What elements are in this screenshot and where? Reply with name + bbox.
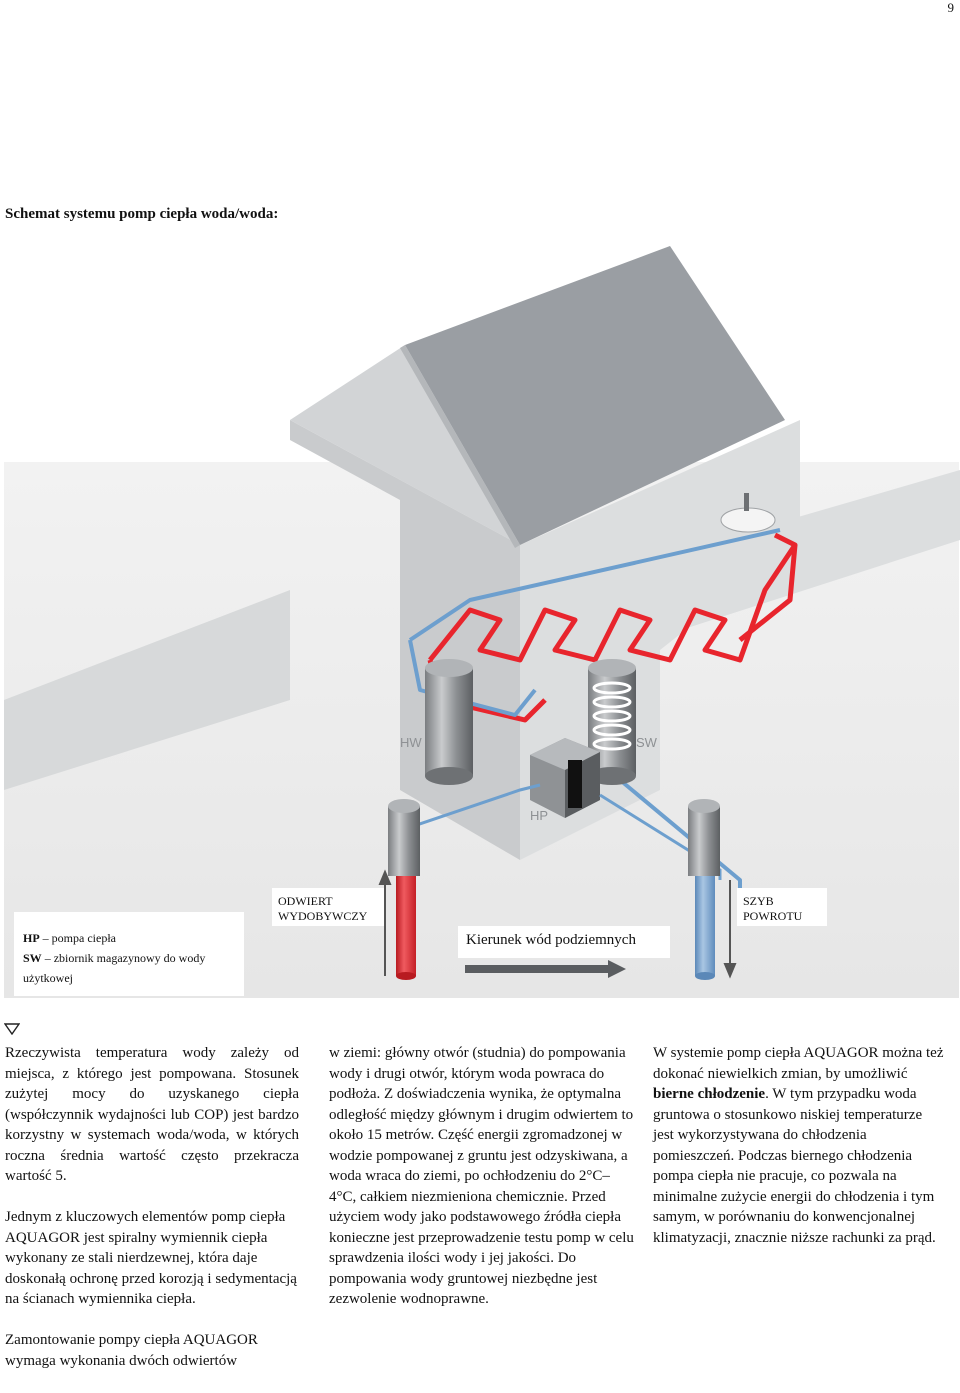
extraction-well-label: ODWIERT WYDOBYWCZY <box>272 888 384 926</box>
downflow-arrow-icon <box>723 880 737 979</box>
return-well-icon <box>688 799 720 980</box>
groundwater-flow-label: Kierunek wód podziemnych <box>458 926 670 958</box>
heat-pump-system-diagram: HW SW HP <box>4 246 960 998</box>
legend-sw: SW – zbiornik magazynowy do wody <box>23 951 206 965</box>
paragraph: Rzeczywista temperatura wody zależy od m… <box>5 1045 299 1184</box>
hw-label: HW <box>400 735 422 750</box>
paragraph: Zamontowanie pompy ciepła AQUAGOR wymaga… <box>5 1332 258 1369</box>
sw-label: SW <box>636 735 658 750</box>
text-column-1: Rzeczywista temperatura wody zależy od m… <box>5 1043 299 1392</box>
washbasin-icon <box>720 493 776 533</box>
page-number: 9 <box>947 0 955 15</box>
heat-pump-unit-icon <box>530 738 600 818</box>
text-column-2: w ziemi: główny otwór (studnia) do pompo… <box>329 1043 635 1330</box>
text-column-3: W systemie pomp ciepła AQUAGOR można też… <box>653 1043 945 1269</box>
house-roof <box>405 246 785 545</box>
hp-label: HP <box>530 808 548 823</box>
page-title: Schemat systemu pomp ciepła woda/woda: <box>5 206 279 222</box>
road <box>4 590 290 790</box>
groundwater-flow-arrow-icon <box>465 960 626 978</box>
diagram-legend: HP – pompa ciepła SW – zbiornik magazyno… <box>14 912 244 996</box>
upflow-arrow-icon <box>378 869 392 976</box>
legend-sw-cont: użytkowej <box>23 971 73 985</box>
hw-tank-icon <box>425 659 473 785</box>
paragraph: w ziemi: główny otwór (studnia) do pompo… <box>329 1045 634 1307</box>
house-gable <box>290 345 520 545</box>
return-well-label: SZYB POWROTU <box>737 888 827 926</box>
roof-edge <box>400 345 520 548</box>
sw-tank-icon <box>588 659 636 785</box>
road-far <box>650 470 960 640</box>
paragraph: Jednym z kluczowych elementów pomp ciepł… <box>5 1209 297 1307</box>
extraction-well-icon <box>388 799 420 980</box>
triangle-marker-icon <box>4 1023 20 1035</box>
legend-hp: HP – pompa ciepła <box>23 931 116 945</box>
paragraph: W systemie pomp ciepła AQUAGOR można też… <box>653 1045 944 1246</box>
